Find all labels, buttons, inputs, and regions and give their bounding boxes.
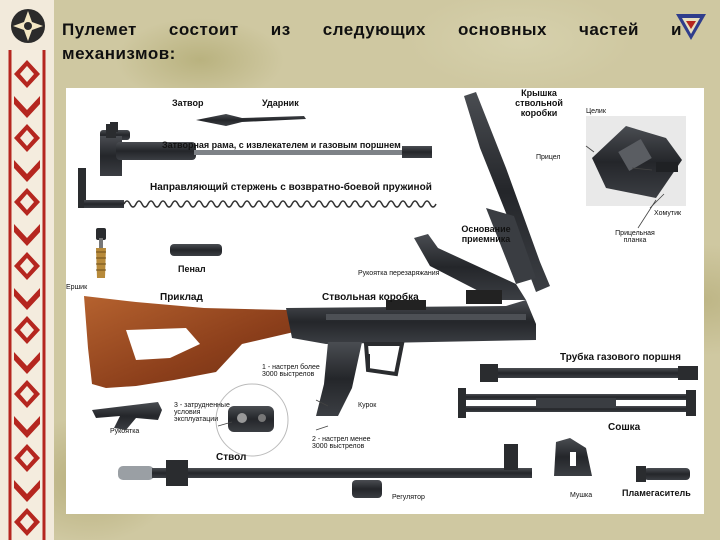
barrel-part — [118, 444, 532, 498]
label-gas-tube: Трубка газового поршня — [560, 352, 681, 363]
bipod-part — [458, 388, 696, 418]
label-barrel: Ствол — [216, 452, 247, 463]
cross-emblem-icon — [10, 8, 46, 44]
title-line-2: механизмов: — [62, 44, 176, 63]
label-bolt-carrier: Затворная рама, с извлекателем и газовым… — [162, 140, 401, 150]
ornament-strip — [0, 0, 54, 540]
front-sight-closeup — [554, 438, 592, 476]
title-line-1: Пулемет состоит из следующих основных ча… — [62, 20, 682, 39]
label-feed-tray-base: Основание приемника — [461, 224, 511, 244]
label-firing-pin: Ударник — [262, 98, 299, 108]
label-clamp: Хомутик — [654, 210, 682, 217]
label-brush: Ершик — [66, 284, 88, 291]
label-wear-3: 3 - затрудненные условия эксплуатации — [174, 402, 230, 423]
machine-gun-parts-diagram: Затвор Ударник Затворная рама, с извлека… — [66, 88, 704, 514]
triangle-logo-icon — [674, 10, 708, 44]
label-stock: Приклад — [160, 292, 203, 303]
label-sight: Прицел — [536, 154, 561, 161]
label-front-sight: Мушка — [570, 492, 593, 499]
label-guide-rod: Направляющий стержень с возвратно-боевой… — [150, 182, 432, 193]
label-rear-sight-notch: Целик — [586, 108, 606, 115]
slide-header: Пулемет состоит из следующих основных ча… — [62, 20, 682, 76]
label-bolt: Затвор — [172, 98, 204, 108]
label-sight-leaf: Прицельная планка — [615, 230, 655, 244]
label-receiver: Ствольная коробка — [322, 292, 419, 303]
receiver-cover-part — [464, 92, 550, 292]
label-receiver-cover: Крышка ствольной коробки — [515, 88, 563, 118]
recoil-spring-part — [78, 168, 437, 208]
receiver-part — [286, 290, 536, 344]
label-regulator: Регулятор — [392, 494, 425, 501]
rear-sight-closeup — [586, 116, 686, 206]
label-wear-2: 2 - настрел менее 3000 выстрелов — [312, 436, 371, 450]
gas-regulator-closeup — [215, 383, 289, 457]
label-handle: Рукоятка — [110, 428, 140, 435]
label-bipod: Сошка — [608, 422, 641, 433]
label-charging-handle: Рукоятка перезаряжания — [358, 270, 440, 277]
stock-part — [84, 296, 294, 388]
gas-tube-part — [480, 364, 698, 382]
bolt-carrier-part — [100, 124, 432, 176]
label-trigger: Курок — [358, 402, 377, 409]
label-flash-hider: Пламегаситель — [622, 488, 691, 498]
label-oil-can: Пенал — [178, 264, 206, 274]
label-wear-1: 1 - настрел более 3000 выстрелов — [262, 364, 320, 378]
brush-part — [96, 228, 106, 278]
